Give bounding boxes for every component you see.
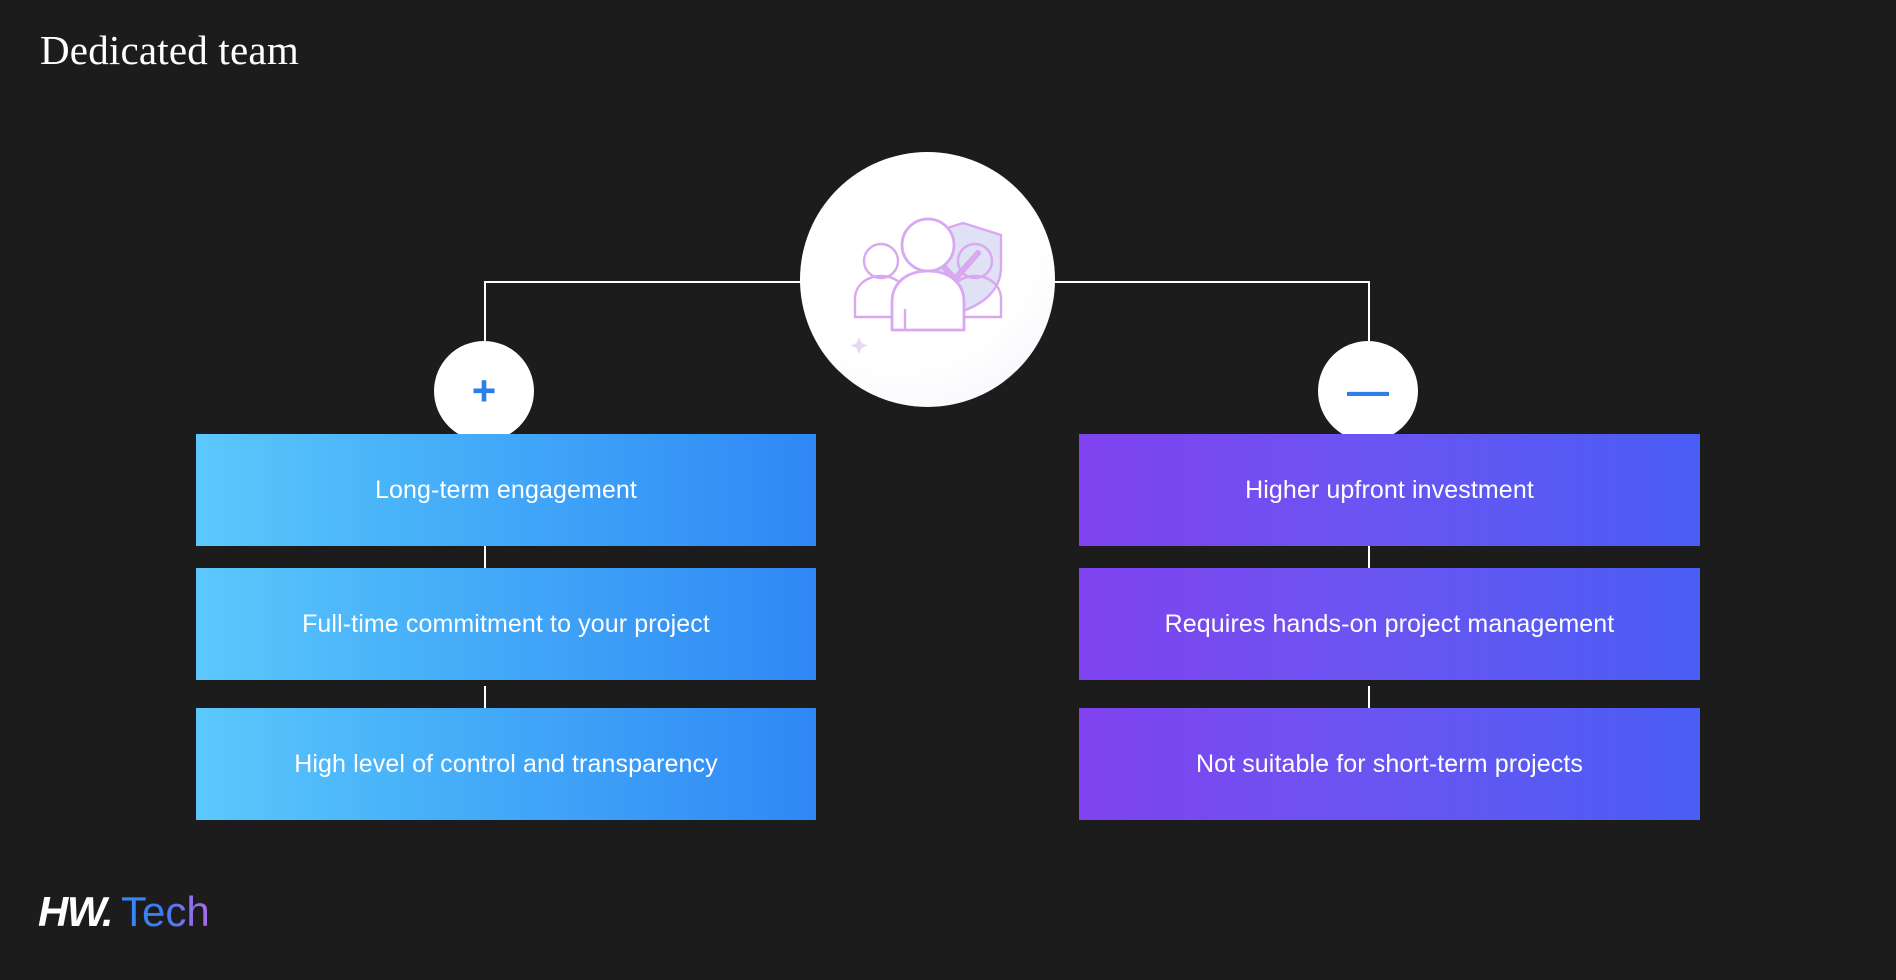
pros-sign-badge[interactable]: + <box>434 341 534 441</box>
cons-sign-badge[interactable]: — <box>1318 341 1418 441</box>
brand-logo[interactable]: HW. Tech <box>38 891 210 933</box>
team-shield-check-icon <box>843 205 1013 355</box>
connector-line-cons-2 <box>1368 686 1370 708</box>
connector-line-pros-2 <box>484 686 486 708</box>
logo-mark: HW. <box>38 888 114 935</box>
connector-line-drop-right <box>1368 281 1370 349</box>
cons-item-1[interactable]: Higher upfront investment <box>1079 434 1700 546</box>
cons-item-3[interactable]: Not suitable for short-term projects <box>1079 708 1700 820</box>
cons-item-2[interactable]: Requires hands-on project management <box>1079 568 1700 680</box>
logo-wordmark: Tech <box>121 888 210 935</box>
minus-icon: — <box>1347 367 1389 414</box>
pros-item-2[interactable]: Full-time commitment to your project <box>196 568 816 680</box>
connector-line-horizontal-left <box>484 281 884 283</box>
page-title: Dedicated team <box>40 27 299 73</box>
pros-item-3[interactable]: High level of control and transparency <box>196 708 816 820</box>
connector-line-pros-1 <box>484 546 486 568</box>
connector-line-drop-left <box>484 281 486 349</box>
connector-line-horizontal-right <box>1054 281 1370 283</box>
hero-icon-bubble <box>800 152 1055 407</box>
pros-item-1[interactable]: Long-term engagement <box>196 434 816 546</box>
connector-line-cons-1 <box>1368 546 1370 568</box>
plus-icon: + <box>471 367 497 414</box>
